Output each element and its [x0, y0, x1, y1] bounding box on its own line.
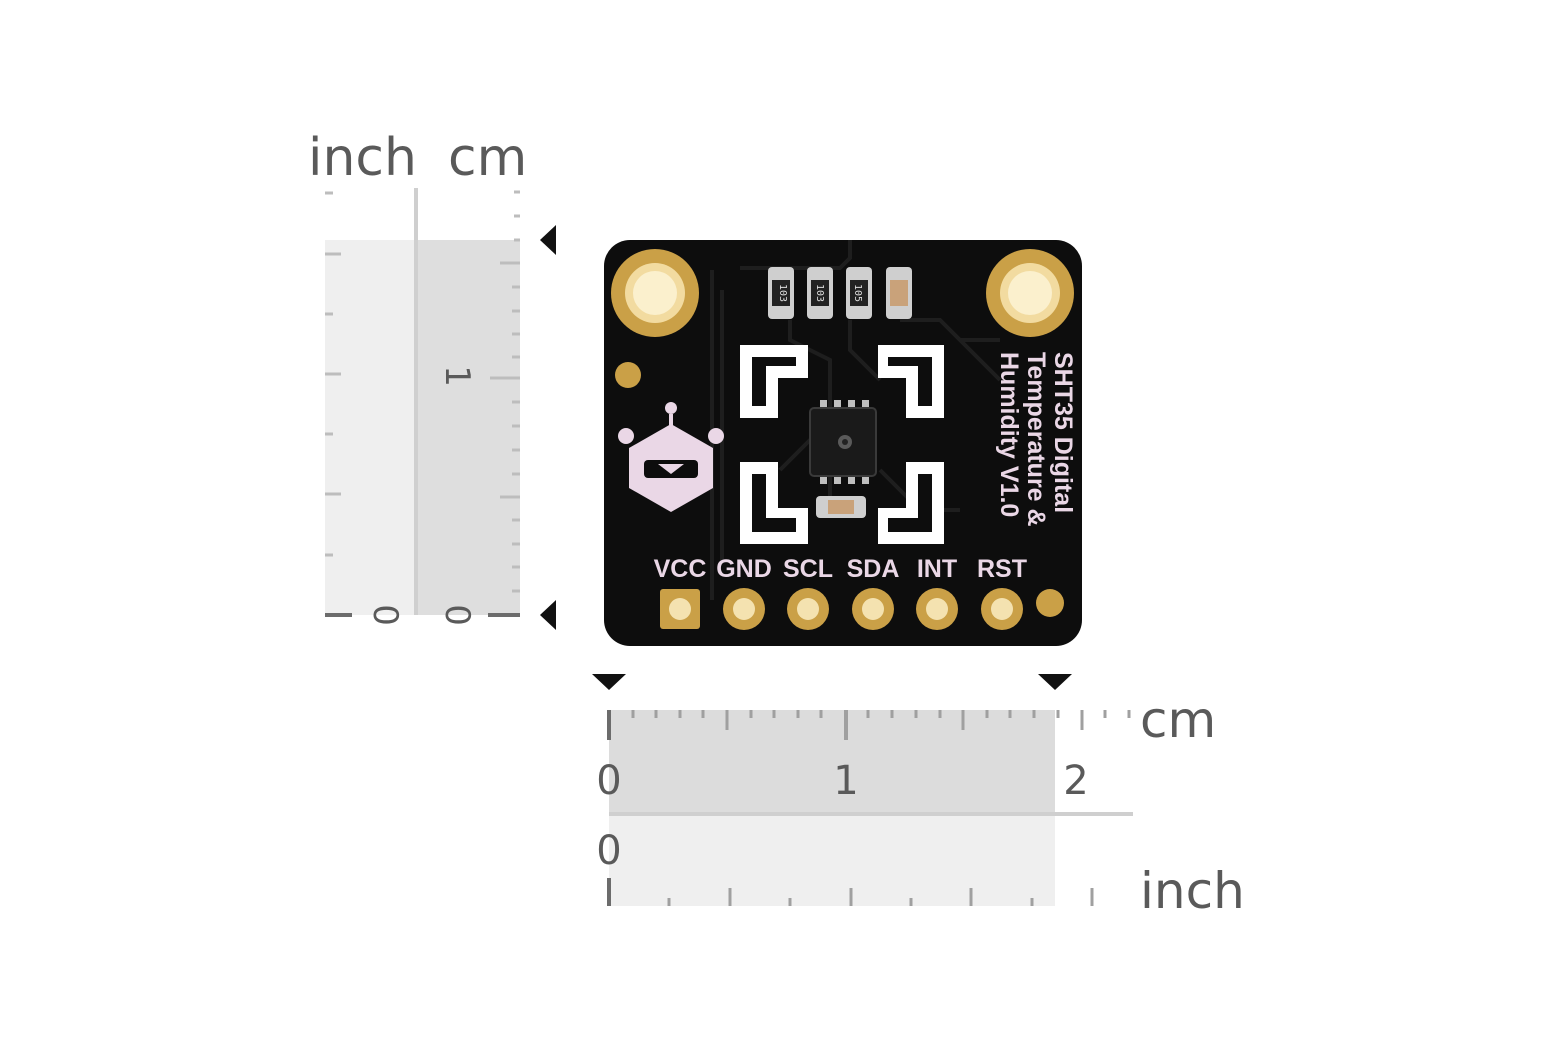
inch-scale-band [325, 240, 415, 615]
sht35-sensor-board: 103 103 105 [604, 240, 1082, 646]
inch-scale-band [609, 814, 1055, 906]
cm-ticks [631, 710, 1131, 730]
cm-scale-band [415, 240, 520, 615]
inch-unit-label: inch [308, 128, 417, 188]
smd-resistor-2: 103 [807, 267, 833, 319]
inch-zero-label: 0 [596, 828, 621, 874]
sht35-sensor-chip [809, 400, 877, 484]
cm-ticks [490, 190, 520, 593]
inch-ticks [667, 888, 1094, 906]
top-marker-arrow [540, 225, 556, 255]
pin-labels: VCC GND SCL SDA INT RST [654, 555, 1027, 583]
via-pad [615, 362, 641, 388]
smd-capacitor-bottom [816, 496, 866, 518]
pin-label-sda: SDA [847, 555, 900, 583]
cm-one-label: 1 [833, 758, 858, 804]
resistor-code-2: 103 [814, 284, 825, 302]
cm-unit-label: cm [1140, 691, 1216, 749]
via-pad-small [1036, 589, 1064, 617]
left-marker-arrow [592, 674, 626, 690]
cm-scale-band [609, 710, 1055, 814]
board-title-line1: SHT35 Digital [1049, 352, 1077, 513]
resistor-code-1: 103 [777, 284, 788, 302]
pin-label-gnd: GND [716, 555, 772, 583]
smd-capacitor-top [886, 267, 912, 319]
board-title: SHT35 Digital Temperature & Humidity V1.… [995, 352, 1077, 527]
mounting-hole-right [986, 249, 1074, 337]
smd-resistor-1: 103 [768, 267, 794, 319]
smd-resistor-3: 105 [846, 267, 872, 319]
resistor-code-3: 105 [852, 284, 863, 302]
cm-zero-label: 0 [596, 758, 621, 804]
board-title-line2: Temperature & [1022, 352, 1050, 527]
pin-label-int: INT [917, 555, 957, 583]
cm-unit-label: cm [448, 128, 527, 188]
pin-label-scl: SCL [783, 555, 833, 583]
board-title-line3: Humidity V1.0 [995, 352, 1023, 517]
cm-two-label: 2 [1063, 758, 1088, 804]
inch-unit-label: inch [1140, 862, 1245, 920]
inch-zero-label: 0 [365, 604, 405, 626]
pin-label-vcc: VCC [654, 555, 707, 583]
inch-ticks [325, 191, 341, 557]
dfrobot-logo [618, 402, 724, 512]
header-pads [660, 588, 1064, 630]
pin-label-rst: RST [977, 555, 1027, 583]
horizontal-ruler: 0 1 2 0 cm inch [592, 674, 1245, 920]
right-marker-arrow [1038, 674, 1072, 690]
cm-one-label: 1 [437, 365, 477, 387]
cm-zero-label: 0 [437, 604, 477, 626]
mounting-hole-left [611, 249, 699, 337]
vertical-ruler: inch cm 0 0 1 [308, 128, 556, 630]
bottom-marker-arrow [540, 600, 556, 630]
cutout-inner-brackets [752, 357, 932, 532]
